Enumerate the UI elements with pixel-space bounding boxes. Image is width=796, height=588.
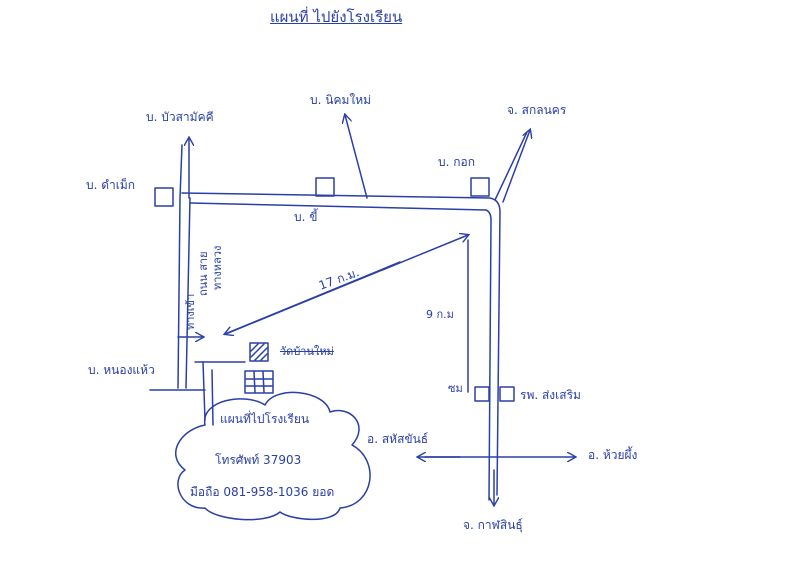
label-right-village: ซม	[448, 382, 463, 395]
grid-lines	[245, 371, 273, 393]
label-junction: อ. สหัสขันธ์	[367, 432, 429, 446]
label-center-north-village: บ. นิคมใหม่	[310, 93, 372, 107]
label-northeast-province: จ. สกลนคร	[507, 103, 567, 117]
grid-building	[244, 370, 274, 394]
label-right-label: รพ. ส่งเสริม	[520, 388, 581, 402]
road-lower-left-v2	[211, 369, 214, 426]
box-kok	[470, 177, 490, 197]
label-northeast-village: บ. กอก	[438, 155, 475, 169]
label-south-province: จ. กาฬสินธุ์	[463, 518, 523, 532]
road-to-nikhom	[345, 115, 368, 199]
contact-cloud	[174, 391, 371, 521]
map-title: แผนที่ ไปยังโรงเรียน	[270, 8, 403, 26]
road-top-inner	[189, 202, 492, 501]
road-left-outer	[177, 144, 183, 389]
box-dam-mek	[154, 187, 174, 207]
cloud-line-2: โทรศัพท์ 37903	[215, 453, 302, 467]
road-left-inner	[185, 197, 191, 389]
road-to-sakon-inner	[502, 130, 530, 203]
label-north-village: บ. บัวสามัคคี	[146, 110, 214, 124]
road-lower-left-v	[202, 361, 206, 421]
cloud-line-3: มือถือ 081-958-1036 ยอด	[190, 485, 335, 499]
school-hatch	[250, 343, 268, 361]
label-road-side-2: ทางหลวง	[211, 245, 224, 290]
box-right-2	[499, 386, 515, 402]
label-struck: วัดบ้านใหม่	[280, 345, 334, 358]
cloud-line-1: แผนที่ไปโรงเรียน	[220, 412, 310, 426]
road-top-outer	[181, 192, 501, 496]
label-small-village: บ. ขี้	[294, 210, 318, 224]
road-to-sakon-outer	[494, 131, 528, 201]
box-right-1	[474, 386, 490, 402]
distance-vertical-label: 9 ก.ม	[426, 308, 454, 321]
school-building	[249, 342, 269, 362]
box-nikhom	[315, 177, 335, 197]
label-east-district: อ. ห้วยผึ้ง	[588, 448, 638, 462]
label-west-lower-village: บ. หนองแห้ว	[88, 363, 155, 377]
label-west-village: บ. ดำเม็ก	[86, 178, 136, 192]
label-road-side: ถนน สาย	[197, 251, 210, 296]
distance-diagonal-back	[225, 261, 401, 334]
label-road-side-3: ทางเข้า	[184, 293, 197, 330]
